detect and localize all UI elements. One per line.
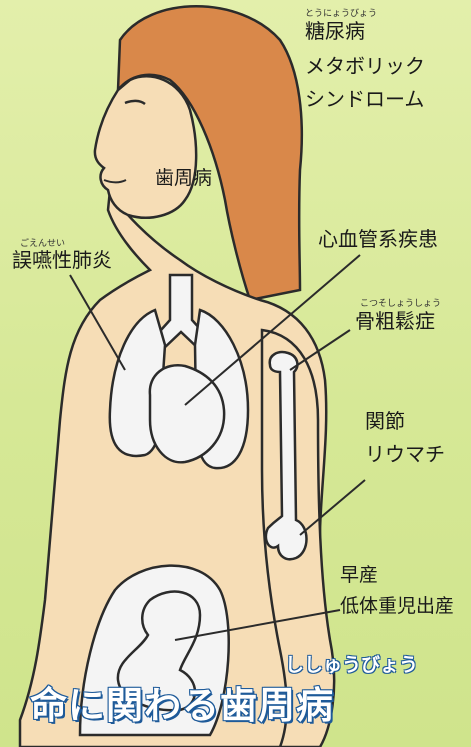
- label-metabolic-line2: シンドローム: [305, 88, 424, 111]
- label-rheumatism-line2: リウマチ: [365, 443, 445, 466]
- page-title: 命に関わる歯周病: [30, 675, 450, 729]
- label-periodontal: 歯周病: [155, 168, 212, 190]
- label-osteoporosis: 骨粗鬆症: [355, 310, 435, 333]
- label-preterm-line1: 早産: [340, 565, 378, 587]
- label-metabolic-line1: メタボリック: [305, 55, 425, 78]
- label-diabetes: 糖尿病: [305, 20, 365, 43]
- label-preterm-line2: 低体重児出産: [340, 596, 454, 618]
- diabetes-ruby: とうにょうびょう: [305, 6, 377, 19]
- label-pneumonia: 誤嚥性肺炎: [12, 249, 112, 272]
- face-shape: [95, 76, 196, 217]
- label-cardiovascular: 心血管系疾患: [318, 228, 438, 251]
- osteo-ruby: こつそしょうしょう: [360, 296, 441, 309]
- title-ruby: ししゅうびょう: [285, 650, 418, 677]
- label-rheumatism-line1: 関節: [365, 410, 405, 433]
